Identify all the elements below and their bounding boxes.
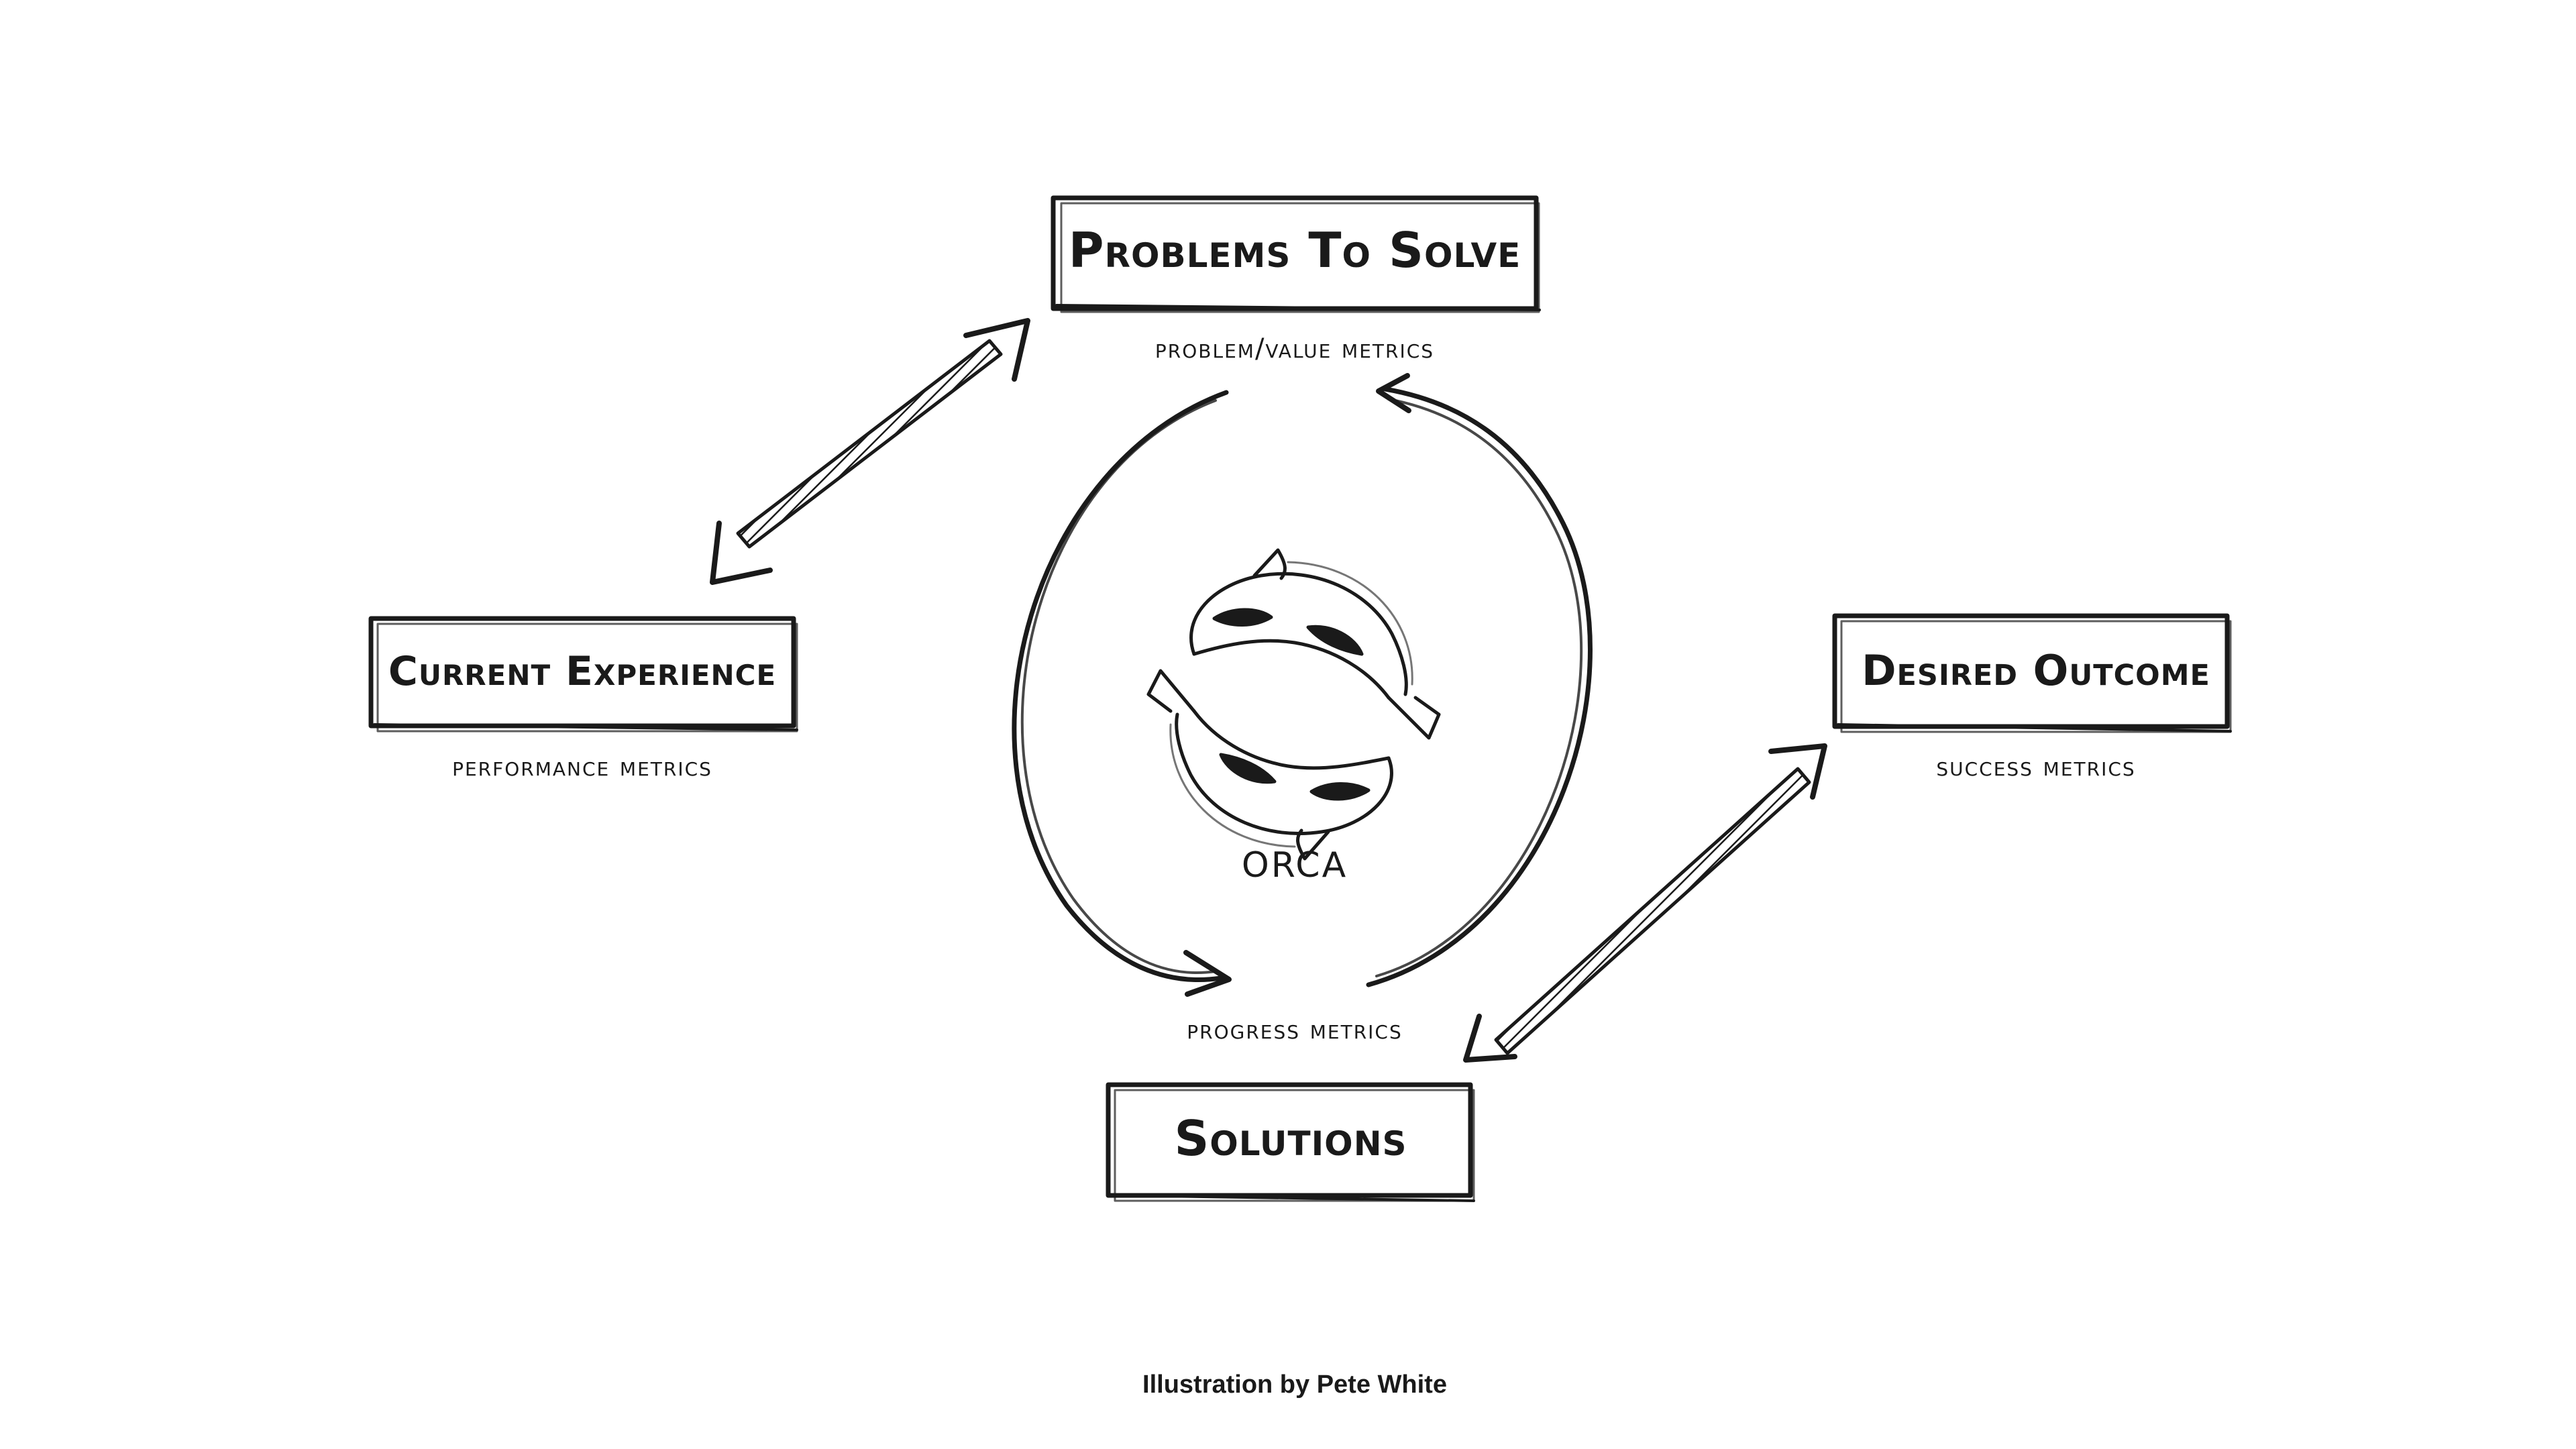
desired-outcome-box [1832,613,2232,733]
problems-node: Problems To Solve problem/value metrics [1051,195,1541,364]
cycle-arrow-right [1366,373,1593,987]
current-experience-title: Current Experience [388,648,776,695]
solutions-desired-arrow [1463,743,1827,1063]
problems-title: Problems To Solve [1069,222,1521,278]
orca-label: ORCA [1242,845,1348,885]
solutions-box [1106,1082,1475,1202]
current-experience-box [368,616,798,733]
solutions-title: Solutions [1174,1110,1407,1167]
current-experience-metric: performance metrics [452,751,712,782]
problems-metric: problem/value metrics [1155,333,1434,364]
solutions-node: Solutions progress metrics [1106,1014,1475,1202]
orca-pair-icon [1146,548,1441,861]
desired-outcome-node: Desired Outcome success metrics [1832,613,2232,782]
credit-text: Illustration by Pete White [1142,1371,1447,1399]
solutions-metric: progress metrics [1187,1014,1402,1045]
desired-outcome-metric: success metrics [1936,751,2135,782]
cycle-arrow-left [1012,390,1232,997]
desired-outcome-title: Desired Outcome [1862,646,2210,695]
current-problems-arrow [710,318,1030,585]
problems-box [1051,195,1541,313]
current-experience-node: Current Experience performance metrics [368,616,798,782]
